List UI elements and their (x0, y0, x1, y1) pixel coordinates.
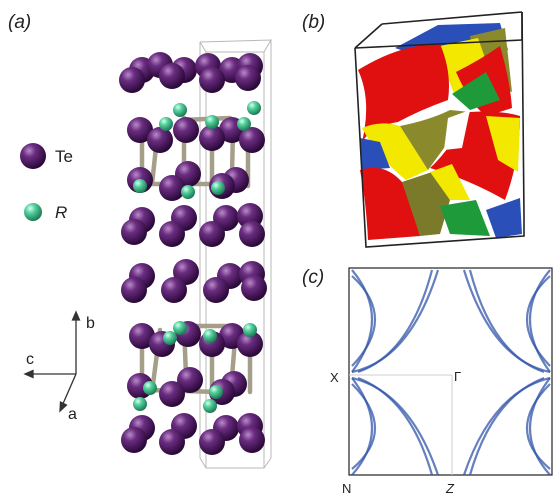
panel-c-label: (c) (302, 267, 324, 288)
r-atom (173, 103, 187, 117)
bz-box-back (381, 11, 525, 217)
r-atom (203, 329, 217, 343)
te-atom (159, 175, 185, 201)
fs-blue-left (360, 138, 390, 170)
te-atom (121, 219, 147, 245)
contour-arc (468, 376, 545, 476)
contour-arc (357, 269, 434, 374)
te-atom (237, 331, 263, 357)
te-atom (199, 429, 225, 455)
contour-arc (357, 376, 434, 476)
contour-arc (351, 376, 440, 476)
legend-r-marker (24, 203, 42, 221)
bz-cut-frame (348, 267, 553, 476)
r-atom (181, 185, 195, 199)
contour-arc (351, 269, 373, 373)
contour-arc (468, 269, 545, 374)
fs-blue-bottom-right (486, 198, 522, 238)
contour-arc (351, 377, 373, 476)
z-point-label: Z (445, 481, 455, 495)
te-atom (127, 117, 153, 143)
contour-arc (529, 269, 551, 373)
fs-white-hole (444, 110, 470, 150)
fs-red-left-top (358, 44, 449, 142)
r-atom (205, 115, 219, 129)
te-atom (199, 67, 225, 93)
fs-olive-bottom (402, 172, 450, 236)
r-atom (133, 179, 147, 193)
panel-a: (a) Te R b c a (8, 12, 272, 469)
r-atom (173, 321, 187, 335)
contour-arc (526, 275, 551, 367)
te-atom (119, 67, 145, 93)
contour-arc (351, 383, 376, 470)
te-atom (159, 429, 185, 455)
gamma-label: Γ (454, 369, 461, 384)
te-atom (159, 221, 185, 247)
r-atom (133, 397, 147, 411)
axis-c-label: c (26, 351, 34, 368)
r-atom (237, 117, 251, 131)
axis-a-label: a (68, 406, 77, 423)
x-point-label: X (330, 370, 339, 385)
contour-arc (526, 383, 551, 470)
r-atom (247, 101, 261, 115)
r-atom (243, 323, 257, 337)
fs-red-bottom-left (360, 167, 420, 240)
te-atom (161, 277, 187, 303)
fermi-contours (351, 269, 551, 476)
fs-green-mid (452, 72, 500, 110)
r-atom (159, 117, 173, 131)
contour-arc (351, 275, 376, 367)
fs-green-bottom (440, 200, 490, 236)
te-atom (199, 221, 225, 247)
panel-c: (c) Γ X N Z (302, 267, 553, 495)
fs-yellow-top (440, 38, 490, 94)
te-atom (129, 323, 155, 349)
r-atom (209, 385, 223, 399)
legend-te-label: Te (55, 147, 73, 166)
te-atom (177, 367, 203, 393)
te-atom (173, 117, 199, 143)
crystal-axes (23, 310, 81, 413)
bz-box-front (354, 12, 525, 248)
fs-yellow-right (486, 116, 520, 172)
te-atom (239, 427, 265, 453)
panel-b-label: (b) (302, 12, 325, 33)
panel-b: (b) (302, 11, 525, 248)
unit-cell-outline (199, 39, 272, 469)
te-atom (203, 277, 229, 303)
r-atom (211, 181, 225, 195)
te-atom (121, 427, 147, 453)
te-atom (147, 127, 173, 153)
te-atom (199, 125, 225, 151)
contour-arc (529, 377, 551, 476)
legend: Te R (20, 143, 73, 222)
legend-te-marker (20, 143, 46, 169)
r-atom (203, 399, 217, 413)
fermi-surface (358, 23, 522, 240)
contour-arc (462, 376, 551, 476)
fs-yellow-mid (362, 123, 428, 180)
crystal-atoms (119, 52, 267, 455)
n-point-label: N (342, 481, 351, 495)
te-atom (121, 277, 147, 303)
te-atom (239, 221, 265, 247)
te-atom (159, 63, 185, 89)
te-atom (159, 381, 185, 407)
fs-yellow-bottom (430, 164, 470, 200)
legend-r-label: R (55, 203, 67, 222)
te-atom (241, 275, 267, 301)
r-atom (143, 381, 157, 395)
axis-b-label: b (86, 315, 95, 332)
panel-a-label: (a) (8, 12, 31, 33)
te-atom (239, 127, 265, 153)
r-atom (163, 331, 177, 345)
te-atom (235, 65, 261, 91)
